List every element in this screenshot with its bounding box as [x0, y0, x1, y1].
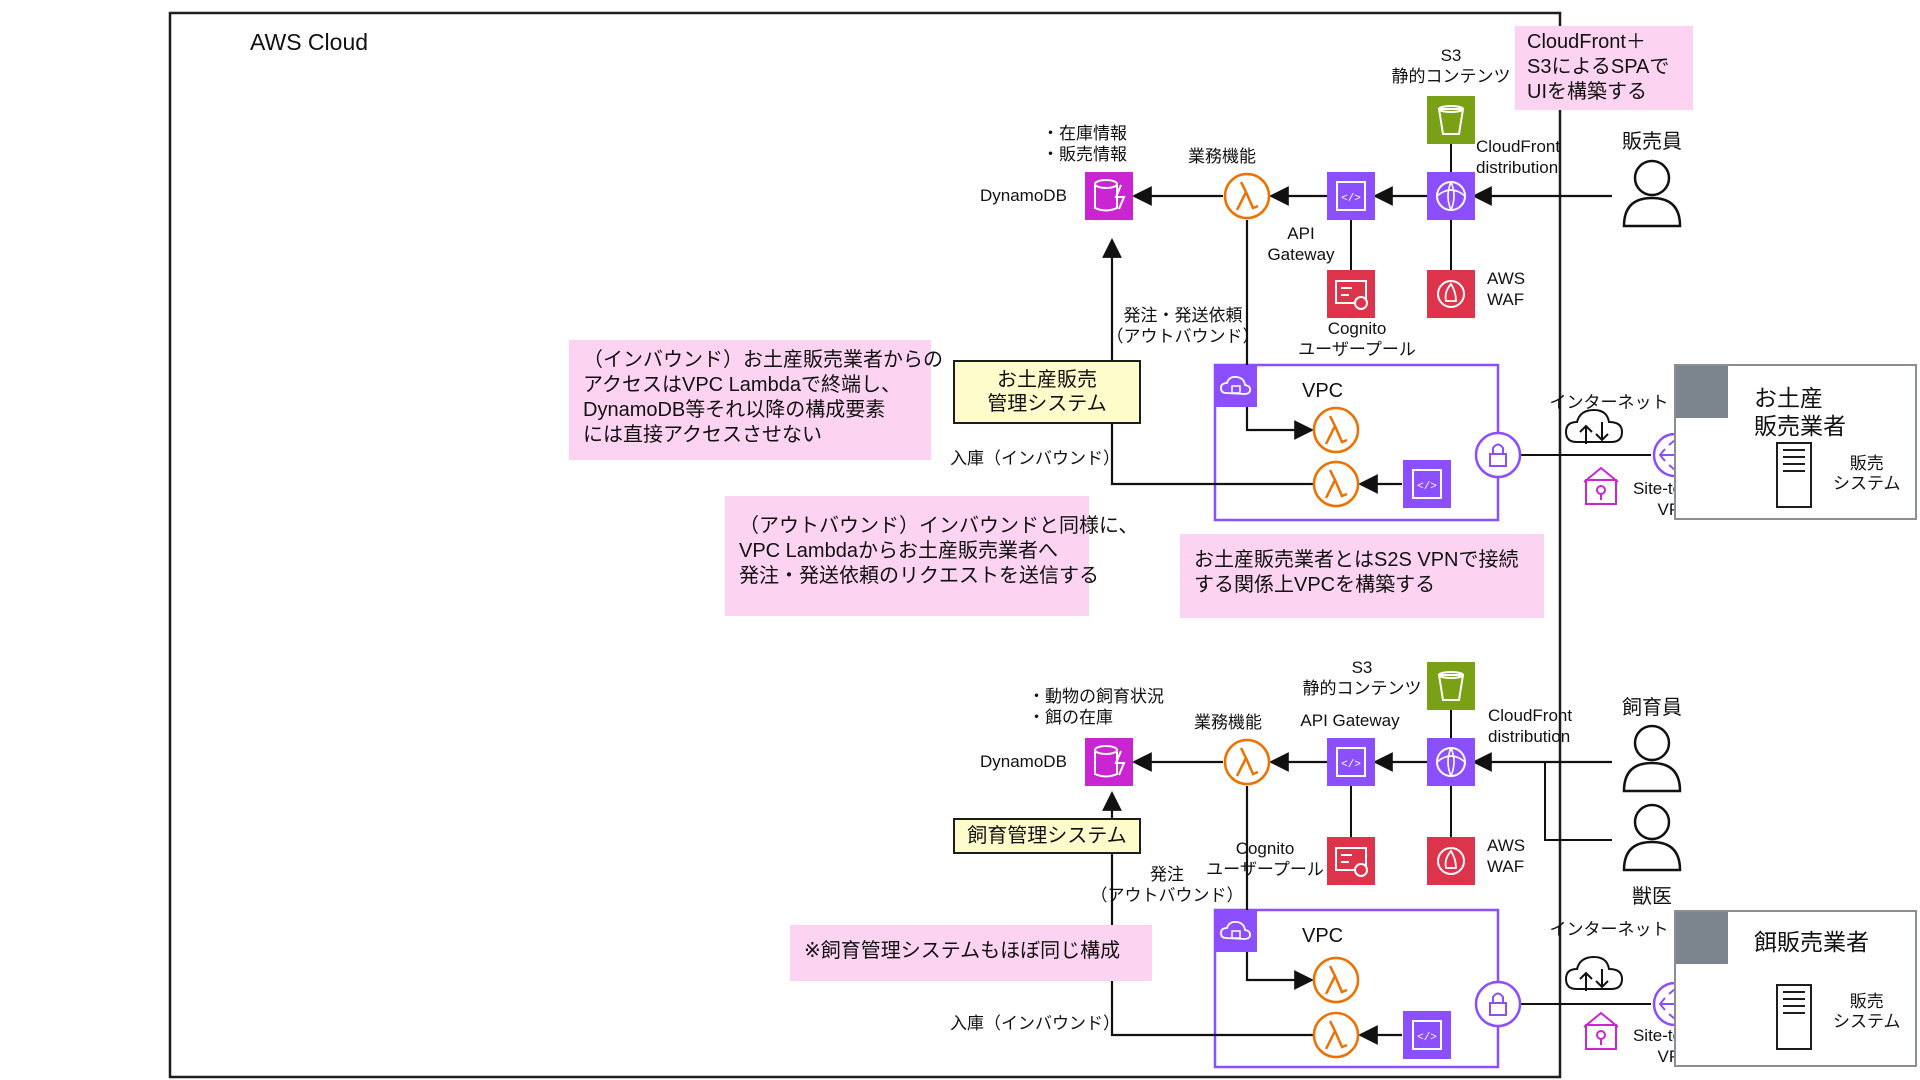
- api-gateway-icon: </>: [1327, 172, 1375, 220]
- vendor-box-top: お土産 販売業者 販売 システム: [1674, 364, 1917, 520]
- breeding-system-box: 飼育管理システム: [953, 818, 1141, 854]
- s3-label: S3 静的コンテンツ: [1302, 658, 1422, 698]
- lambda-icon: [1223, 738, 1271, 786]
- svg-text:</>: </>: [1341, 193, 1361, 205]
- user-label: 販売員: [1622, 131, 1682, 153]
- customer-gateway-icon: [1583, 1011, 1619, 1050]
- outbound-label: 発注 （アウトバウンド）: [1090, 865, 1244, 905]
- vpc-box-top: [1213, 363, 1500, 522]
- vpn-gateway-icon: [1474, 980, 1522, 1028]
- vendor-system-label: 販売 システム: [1833, 454, 1901, 493]
- dynamodb-items: ・動物の飼育状況 ・餌の在庫: [1028, 687, 1164, 727]
- server-icon: [1776, 984, 1812, 1050]
- vpn-gateway-icon: [1474, 431, 1522, 479]
- lambda-icon: [1312, 956, 1360, 1004]
- api-gateway-icon: </>: [1403, 1011, 1451, 1059]
- arrow-lambda-vpclambda-top: [1245, 220, 1314, 440]
- cognito-label: Cognito ユーザープール: [1298, 319, 1416, 359]
- s3-bucket-icon: [1427, 96, 1475, 144]
- cognito-icon: [1327, 837, 1375, 885]
- dynamodb-label: DynamoDB: [980, 186, 1067, 205]
- lambda-icon: [1312, 1011, 1360, 1059]
- vpc-label: VPC: [1302, 925, 1344, 947]
- cloudfront-icon: [1427, 738, 1475, 786]
- svg-text:</>: </>: [1417, 1032, 1437, 1044]
- cognito-label: Cognito ユーザープール: [1206, 839, 1324, 879]
- cognito-icon: [1327, 270, 1375, 318]
- dynamodb-label: DynamoDB: [980, 752, 1067, 771]
- inbound-note: （インバウンド）お土産販売業者からの アクセスはVPC Lambdaで終端し、 …: [569, 340, 943, 460]
- lambda-label: 業務機能: [1194, 713, 1262, 732]
- api-gateway-icon: </>: [1327, 738, 1375, 786]
- outbound-label: 発注・発送依頼 （アウトバウンド）: [1106, 306, 1260, 346]
- vendor-box-bottom: 餌販売業者 販売 システム: [1674, 910, 1917, 1067]
- api-gateway-icon: </>: [1403, 460, 1451, 508]
- aws-cloud-frame: [168, 11, 1562, 1079]
- cloudfront-label: CloudFront distribution: [1488, 706, 1573, 746]
- vendor-title: お土産 販売業者: [1754, 385, 1846, 439]
- souvenir-system-box: お土産販売 管理システム: [953, 360, 1141, 424]
- vpc-icon: [1215, 910, 1257, 952]
- inbound-label: 入庫（インバウンド）: [950, 1014, 1120, 1033]
- lambda-label: 業務機能: [1188, 147, 1256, 166]
- api-gateway-label: API Gateway: [1300, 711, 1400, 730]
- waf-icon: [1427, 270, 1475, 318]
- arrow-inbound-bottom: [1102, 791, 1336, 1037]
- inbound-label: 入庫（インバウンド）: [950, 449, 1120, 468]
- arrow-inbound-top: [1102, 238, 1336, 486]
- internet-label: インターネット: [1549, 393, 1669, 412]
- building-icon: [1676, 366, 1728, 418]
- customer-gateway-icon: [1583, 466, 1619, 505]
- lambda-icon: [1312, 406, 1360, 454]
- cloudfront-note: CloudFront＋ S3によるSPAで UIを構築する: [1515, 26, 1693, 110]
- waf-label: AWS WAF: [1487, 836, 1526, 876]
- user2-label: 獣医: [1632, 886, 1672, 908]
- cloudfront-icon: [1427, 172, 1475, 220]
- vpn-note: お土産販売業者とはS2S VPNで接続 する関係上VPCを構築する: [1180, 534, 1544, 618]
- internet-label: インターネット: [1549, 920, 1669, 939]
- vpc-icon: [1215, 365, 1257, 407]
- lambda-icon: [1223, 172, 1271, 220]
- internet-cloud-icon: [1564, 955, 1624, 991]
- cloudfront-label: CloudFront distribution: [1476, 137, 1561, 177]
- user-icon: [1622, 159, 1682, 228]
- aws-cloud-label: AWS Cloud: [250, 29, 369, 55]
- server-icon: [1776, 442, 1812, 508]
- s3-bucket-icon: [1427, 662, 1475, 710]
- user1-label: 飼育員: [1622, 697, 1682, 719]
- dynamodb-items: ・在庫情報 ・販売情報: [1042, 124, 1127, 164]
- arrow-lambda-vpclambda-bottom: [1245, 786, 1314, 990]
- s3-label: S3 静的コンテンツ: [1391, 46, 1511, 86]
- link-user2-bottom: [1544, 762, 1612, 841]
- lambda-icon: [1312, 460, 1360, 508]
- outbound-note: （アウトバウンド）インバウンドと同様に、 VPC Lambdaからお土産販売業者…: [725, 496, 1138, 616]
- same-config-note: ※飼育管理システムもほぼ同じ構成: [790, 925, 1152, 981]
- dynamodb-icon: [1085, 738, 1133, 786]
- user-icon: [1622, 724, 1682, 793]
- building-icon: [1676, 912, 1728, 964]
- internet-cloud-icon: [1564, 408, 1624, 444]
- vendor-title: 餌販売業者: [1754, 929, 1869, 955]
- vendor-system-label: 販売 システム: [1833, 992, 1901, 1031]
- api-gateway-label: API Gateway: [1267, 224, 1335, 264]
- svg-text:</>: </>: [1417, 481, 1437, 493]
- waf-label: AWS WAF: [1487, 269, 1526, 309]
- svg-text:</>: </>: [1341, 759, 1361, 771]
- dynamodb-icon: [1085, 172, 1133, 220]
- vpc-label: VPC: [1302, 380, 1344, 402]
- waf-icon: [1427, 837, 1475, 885]
- user-icon: [1622, 803, 1682, 872]
